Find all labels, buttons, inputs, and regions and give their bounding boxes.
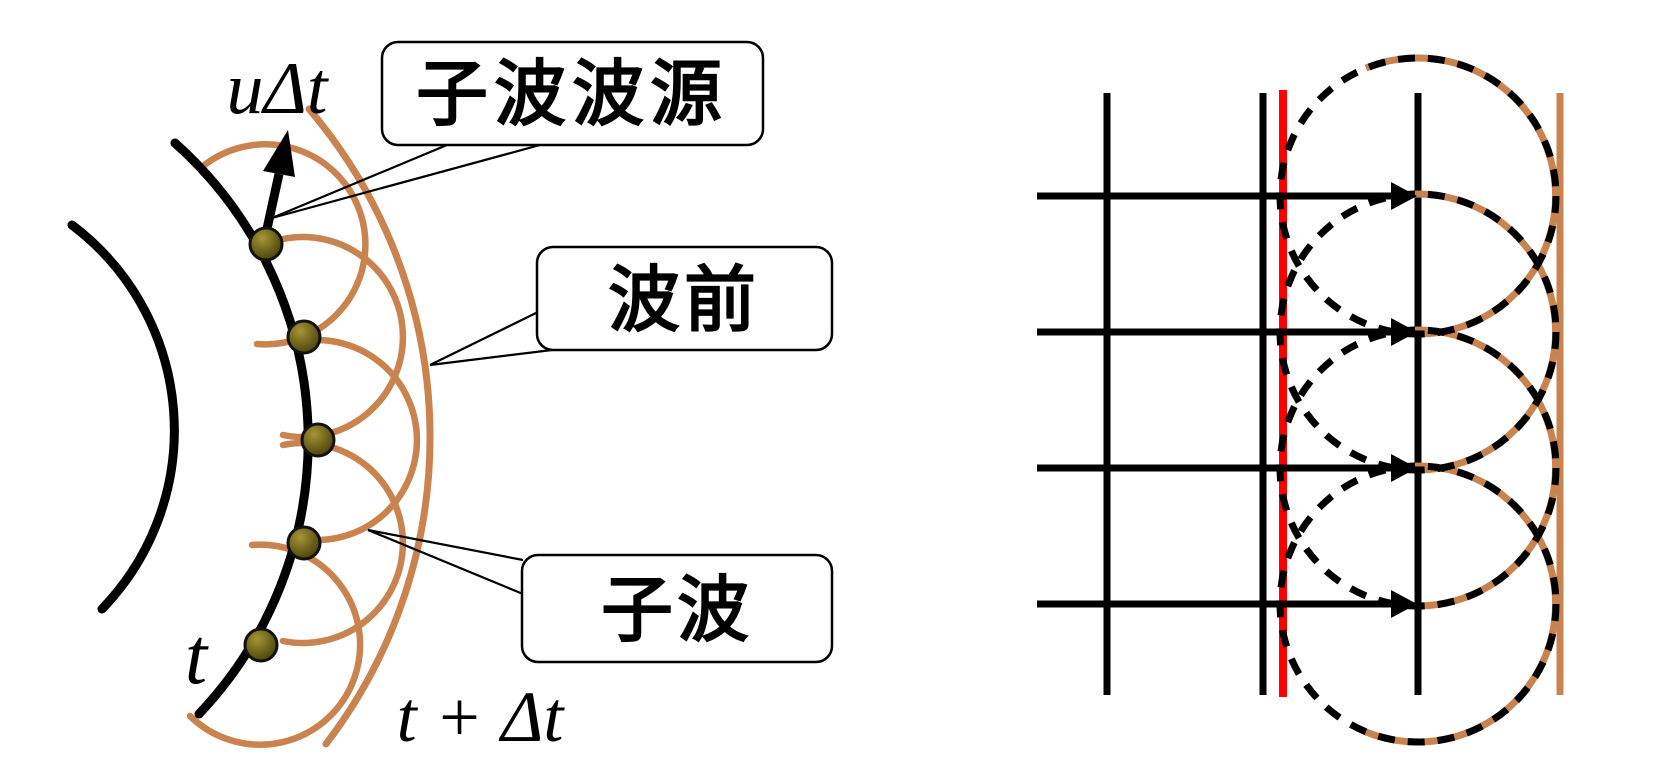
plane-wavelet-orange-arcs <box>1364 54 1560 746</box>
wavelet-source-dot-4 <box>286 525 322 561</box>
wavelet-arc-3 <box>293 336 421 544</box>
ray-arrowhead-4 <box>1391 590 1417 618</box>
callout-boxes: 子波波源 波前 子波 <box>380 40 834 664</box>
callout-box-wavelet-source <box>380 40 765 147</box>
wavelet-source-dot-1 <box>248 226 284 262</box>
callout-label-wavelet: 子波 <box>601 571 753 651</box>
leader-wavelet-b <box>367 528 524 596</box>
label-t-plus-delta-t: t + Δt <box>397 677 566 757</box>
ray-arrows-group <box>1037 182 1417 618</box>
label-t: t <box>185 613 209 701</box>
leader-wavelet-source-a <box>271 143 448 220</box>
leader-wavelet-source-b <box>271 143 541 220</box>
leader-wavelet-a <box>367 528 524 562</box>
ray-arrow-1 <box>1037 182 1417 210</box>
wavelet-arc-4 <box>279 439 407 647</box>
velocity-arrowhead <box>263 130 295 177</box>
callout-label-wavelet-source: 子波波源 <box>416 55 728 135</box>
wavelet-source-dot-2 <box>286 319 322 355</box>
left-panel-circular-wavefront: 子波波源 波前 子波 uΔt t t + Δt <box>67 40 834 757</box>
ray-arrowhead-2 <box>1391 318 1417 346</box>
ray-arrow-2 <box>1037 318 1417 346</box>
callout-box-wavelet <box>520 553 834 664</box>
wavelet-source-dot-5 <box>243 627 279 663</box>
ray-arrow-4 <box>1037 590 1417 618</box>
callout-leader-lines <box>271 143 553 596</box>
ray-arrowhead-1 <box>1391 182 1417 210</box>
inner-wavefront-arc <box>67 220 179 614</box>
wavelet-source-dot-3 <box>300 422 336 458</box>
right-panel-plane-wavefront <box>1037 54 1564 746</box>
callout-label-wavefront: 波前 <box>608 261 760 341</box>
wavelet-arc-2 <box>279 233 407 441</box>
leader-wavefront-a <box>429 311 539 366</box>
wavelet-source-dots-group <box>243 226 336 663</box>
ray-arrow-3 <box>1037 454 1417 482</box>
callout-box-wavefront <box>535 245 834 352</box>
leader-wavefront-b <box>429 348 553 367</box>
label-u-delta-t: uΔt <box>227 48 330 130</box>
ray-arrowhead-3 <box>1391 454 1417 482</box>
